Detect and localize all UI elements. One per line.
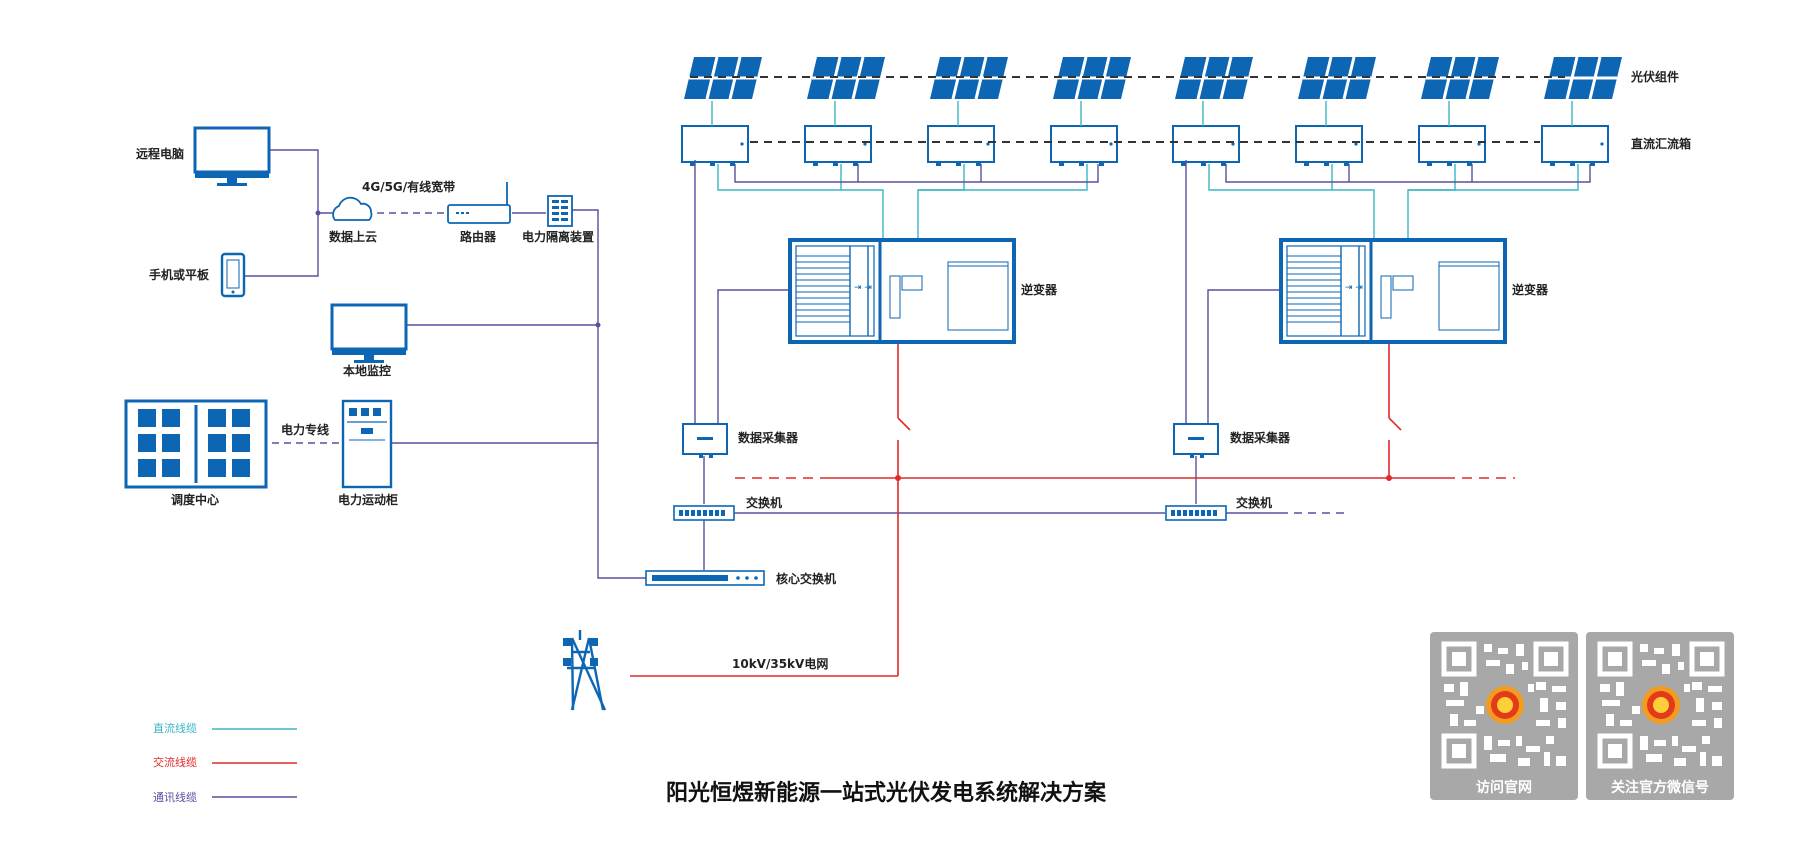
switch-2	[1165, 505, 1227, 521]
switch-1	[673, 505, 735, 521]
page-title: 阳光恒煜新能源一站式光伏发电系统解决方案	[666, 780, 1107, 806]
combiner-box-icon	[1050, 125, 1118, 167]
dc-cables	[717, 164, 1579, 240]
data-collector-1	[682, 423, 728, 459]
combiner-label: 直流汇流箱	[1631, 136, 1691, 151]
qr-wechat-caption: 关注官方微信号	[1611, 779, 1709, 796]
local-monitor-label: 本地监控	[343, 363, 391, 378]
comm-combiner-bus	[694, 160, 1591, 570]
switch-2-label: 交换机	[1236, 495, 1272, 510]
power-cabinet-label: 电力运动柜	[338, 492, 398, 507]
remote-pc-icon	[193, 126, 271, 188]
cloud-label: 数据上云	[329, 229, 377, 244]
pv-panel-icon	[928, 55, 1010, 101]
legend-dc-label: 直流线缆	[153, 721, 197, 735]
local-monitor-icon	[330, 303, 408, 365]
combiner-box-icon	[1172, 125, 1240, 167]
isolation-device-icon	[547, 195, 573, 227]
dc-panel-drops	[711, 101, 1573, 126]
network-label: 4G/5G/有线宽带	[362, 179, 455, 194]
legend-ac-label: 交流线缆	[153, 755, 197, 769]
pv-panel-icon	[1542, 55, 1624, 101]
mobile-label: 手机或平板	[149, 267, 210, 282]
pv-panel-icon	[1051, 55, 1133, 101]
combiner-box-icon	[804, 125, 872, 167]
switch-1-label: 交换机	[746, 495, 782, 510]
pv-modules-label: 光伏组件	[1630, 69, 1679, 84]
legend-comm-label: 通讯线缆	[153, 790, 197, 804]
legend: 直流线缆 交流线缆 通讯线缆	[153, 721, 297, 804]
power-cabinet-icon	[341, 399, 393, 489]
dispatch-label: 调度中心	[171, 492, 219, 507]
dispatch-center-icon	[124, 399, 268, 489]
combiner-box-icon	[1295, 125, 1363, 167]
collector-2-label: 数据采集器	[1230, 430, 1291, 445]
combiner-box-icon	[1418, 125, 1486, 167]
grid-tower-icon	[563, 630, 607, 711]
dedicated-line-label: 电力专线	[281, 422, 329, 437]
collector-1-label: 数据采集器	[738, 430, 799, 445]
pv-array-row	[681, 55, 1624, 167]
comm-left-network	[245, 149, 648, 579]
combiner-box-icon	[681, 125, 749, 167]
remote-pc-label: 远程电脑	[136, 146, 184, 161]
router-icon	[447, 182, 511, 224]
qr-website-caption: 访问官网	[1476, 779, 1532, 796]
combiner-box-icon	[927, 125, 995, 167]
combiner-box-icon	[1541, 125, 1609, 167]
qr-website[interactable]: 访问官网	[1430, 632, 1578, 800]
grid-label: 10kV/35kV电网	[732, 656, 828, 671]
inverter-1	[788, 238, 1016, 344]
inverter-2-label: 逆变器	[1512, 282, 1549, 297]
qr-wechat[interactable]: 关注官方微信号	[1586, 632, 1734, 800]
cloud-icon	[332, 196, 373, 221]
core-switch	[645, 570, 765, 586]
router-label: 路由器	[460, 229, 497, 244]
data-collector-2	[1173, 423, 1219, 459]
core-switch-label: 核心交换机	[776, 571, 836, 586]
isolation-label: 电力隔离装置	[522, 229, 594, 244]
inverter-1-label: 逆变器	[1021, 282, 1058, 297]
inverter-2	[1279, 238, 1507, 344]
mobile-icon	[220, 252, 246, 298]
